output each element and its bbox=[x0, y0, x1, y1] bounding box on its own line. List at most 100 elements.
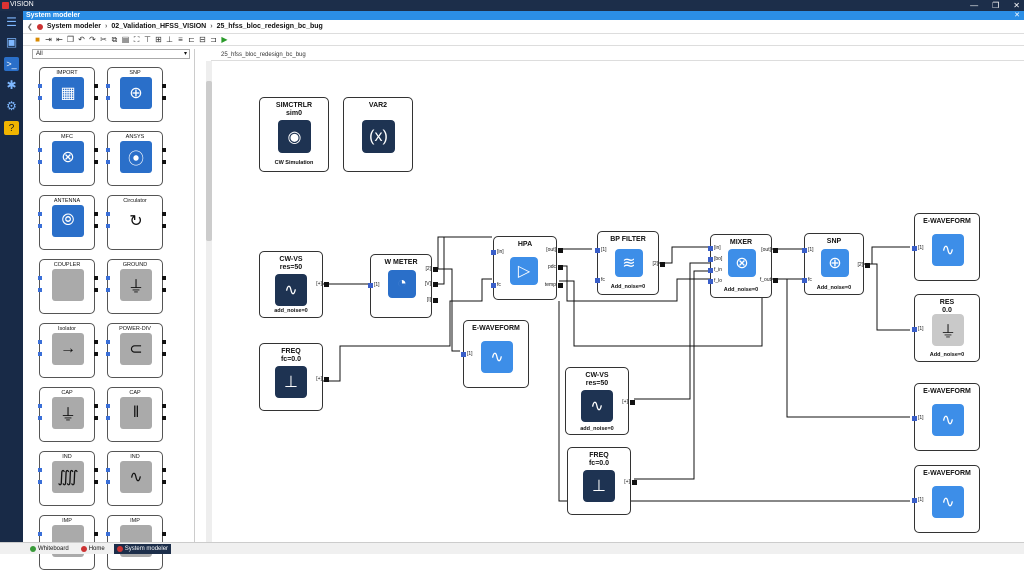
block-port[interactable] bbox=[461, 352, 466, 357]
block-snp[interactable]: SNP⊕Add_noise=0[1]fc[2] bbox=[802, 233, 870, 295]
block-port[interactable] bbox=[865, 263, 870, 268]
restore-button[interactable]: ❐ bbox=[992, 1, 1000, 10]
palette-item[interactable]: ANSYS⦿ bbox=[106, 131, 166, 186]
block-port[interactable] bbox=[433, 298, 438, 303]
block-port[interactable] bbox=[632, 480, 637, 485]
block-port[interactable] bbox=[660, 262, 665, 267]
block-e-waveform-3[interactable]: E-WAVEFORM∿[1] bbox=[912, 465, 980, 533]
canvas-tab[interactable]: 25_hfss_bloc_redesign_bc_bug bbox=[211, 49, 1024, 61]
block-port[interactable] bbox=[708, 257, 713, 262]
palette-item[interactable]: MFC⊗ bbox=[38, 131, 98, 186]
block-port[interactable] bbox=[912, 246, 917, 251]
bug-icon[interactable]: ✱ bbox=[6, 78, 17, 92]
distribute-icon[interactable]: ≡ bbox=[178, 35, 183, 44]
breadcrumb-item[interactable]: 02_Validation_HFSS_VISION bbox=[111, 23, 207, 30]
taskbar-item-home[interactable]: Home bbox=[78, 544, 108, 554]
terminal-icon[interactable]: >_ bbox=[4, 57, 19, 71]
palette-item[interactable]: POWER-DIV⊂ bbox=[106, 323, 166, 378]
block-port[interactable] bbox=[433, 282, 438, 287]
export-icon[interactable]: ⇤ bbox=[56, 35, 63, 44]
palette-item[interactable]: SNP⊕ bbox=[106, 67, 166, 122]
palette-filter-select[interactable]: All▾ bbox=[32, 49, 190, 59]
menu-icon[interactable]: ☰ bbox=[6, 15, 17, 29]
block-port[interactable] bbox=[802, 278, 807, 283]
block-e-waveform-2[interactable]: E-WAVEFORM∿[1] bbox=[912, 383, 980, 451]
block-port[interactable] bbox=[595, 278, 600, 283]
palette-item[interactable]: CAP⏚ bbox=[38, 387, 98, 442]
block-port[interactable] bbox=[491, 283, 496, 288]
import-icon[interactable]: ⇥ bbox=[45, 35, 52, 44]
undo-icon[interactable]: ↶ bbox=[78, 35, 85, 44]
block-port[interactable] bbox=[595, 248, 600, 253]
align-right-icon[interactable]: ⊐ bbox=[210, 35, 217, 44]
block-bp-filter[interactable]: BP FILTER≋Add_noise=0[1]fc[2] bbox=[595, 231, 665, 295]
align-left-icon[interactable]: ⊏ bbox=[188, 35, 195, 44]
block-port[interactable] bbox=[324, 377, 329, 382]
block-port[interactable] bbox=[708, 279, 713, 284]
minimize-button[interactable]: — bbox=[970, 1, 979, 10]
taskbar-item-whiteboard[interactable]: Whiteboard bbox=[27, 544, 72, 554]
block-port[interactable] bbox=[773, 248, 778, 253]
palette-item[interactable]: ANTENNA⦾ bbox=[38, 195, 98, 250]
block-port[interactable] bbox=[558, 283, 563, 288]
palette-item[interactable]: IMPORT▦ bbox=[38, 67, 98, 122]
block-port[interactable] bbox=[773, 278, 778, 283]
align-bottom-icon[interactable]: ⊥ bbox=[166, 35, 173, 44]
block-port[interactable] bbox=[433, 267, 438, 272]
fit-view-icon[interactable]: ⛶ bbox=[133, 34, 140, 44]
palette-scrollbar[interactable] bbox=[206, 61, 212, 542]
redo-icon[interactable]: ↷ bbox=[89, 35, 96, 44]
block-w-meter[interactable]: W METER◔[1][2][V][I] bbox=[368, 254, 438, 318]
help-icon[interactable]: ? bbox=[4, 121, 19, 135]
block-port[interactable] bbox=[324, 282, 329, 287]
gear-icon[interactable]: ⚙ bbox=[6, 99, 17, 113]
paste-icon[interactable]: ▤ bbox=[121, 35, 130, 44]
breadcrumb-item[interactable]: System modeler bbox=[46, 23, 101, 30]
block-port[interactable] bbox=[558, 265, 563, 270]
block-var2[interactable]: VAR2(x) bbox=[343, 97, 413, 172]
align-top-icon[interactable]: ⊤ bbox=[144, 35, 151, 44]
close-button[interactable]: ✕ bbox=[1013, 1, 1020, 10]
palette-item[interactable]: IND∿ bbox=[106, 451, 166, 506]
block-port[interactable] bbox=[491, 250, 496, 255]
align-middle-icon[interactable]: ⊞ bbox=[155, 35, 162, 44]
back-arrow-icon[interactable]: ❮ bbox=[27, 23, 33, 31]
block-port[interactable] bbox=[912, 416, 917, 421]
cut-icon[interactable]: ✂ bbox=[100, 35, 107, 44]
save-icon[interactable]: ■ bbox=[35, 35, 40, 44]
palette-item[interactable]: GROUND⏚ bbox=[106, 259, 166, 314]
breadcrumb-item[interactable]: 25_hfss_bloc_redesign_bc_bug bbox=[216, 23, 323, 30]
block-port[interactable] bbox=[912, 327, 917, 332]
block-e-waveform-4[interactable]: E-WAVEFORM∿[1] bbox=[461, 320, 529, 388]
play-icon[interactable]: ▶ bbox=[221, 35, 228, 44]
copy-file-icon[interactable]: ❐ bbox=[66, 35, 75, 44]
block-port[interactable] bbox=[630, 400, 635, 405]
palette-item[interactable]: Circulator↻ bbox=[106, 195, 166, 250]
block-e-waveform-1[interactable]: E-WAVEFORM∿[1] bbox=[912, 213, 980, 281]
taskbar-item-system-modeler[interactable]: System modeler bbox=[113, 543, 172, 554]
palette-item[interactable]: COUPLER bbox=[38, 259, 98, 314]
palette-item[interactable]: IND⨌ bbox=[38, 451, 98, 506]
block-port[interactable] bbox=[912, 498, 917, 503]
align-center-icon[interactable]: ⊟ bbox=[199, 35, 206, 44]
copy-icon[interactable]: ⧉ bbox=[111, 34, 118, 44]
palette-item[interactable]: Isolator→ bbox=[38, 323, 98, 378]
panel-close-button[interactable]: ✕ bbox=[1014, 12, 1020, 19]
folder-icon[interactable]: ▣ bbox=[5, 35, 18, 49]
block-port[interactable] bbox=[708, 268, 713, 273]
block-port[interactable] bbox=[558, 248, 563, 253]
scrollbar-thumb[interactable] bbox=[206, 81, 212, 241]
block-port[interactable] bbox=[368, 283, 373, 288]
block-port[interactable] bbox=[708, 246, 713, 251]
palette-item[interactable]: CAP‖ bbox=[106, 387, 166, 442]
block-port[interactable] bbox=[802, 248, 807, 253]
